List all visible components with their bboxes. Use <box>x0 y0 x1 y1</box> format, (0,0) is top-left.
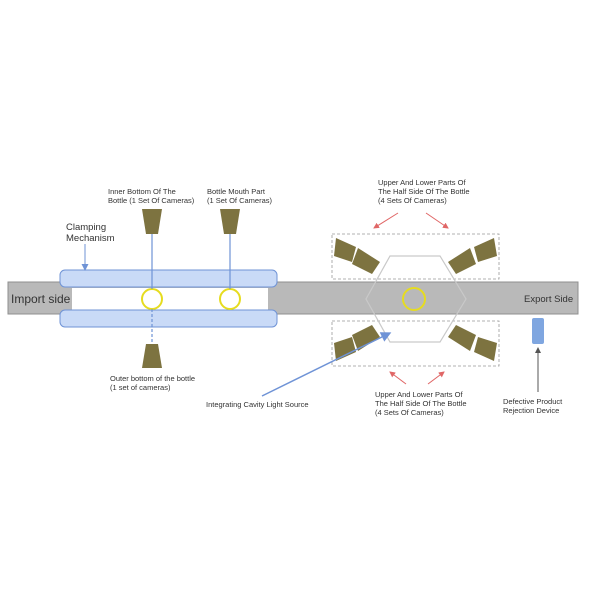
export-side-label: Export Side <box>524 294 573 305</box>
side-camera-lower-right-2 <box>448 325 476 351</box>
clamp-bar-top <box>59 269 278 288</box>
red-arrow-bottom-left <box>389 371 407 385</box>
rejection-label-2: Rejection Device <box>503 406 559 415</box>
side-camera-lower-right-1 <box>474 337 497 361</box>
bottle-mouth-label-1: Bottle Mouth Part <box>207 187 266 196</box>
inner-bottom-label-2: Bottle (1 Set Of Cameras) <box>108 196 195 205</box>
outer-bottom-label-2: (1 set of cameras) <box>110 383 171 392</box>
upper-lower-top-label-1: Upper And Lower Parts Of <box>378 178 466 187</box>
clamp-bar-bottom <box>59 309 278 328</box>
rejection-device <box>532 318 544 344</box>
light-source-pointer <box>261 332 392 397</box>
upper-lower-bottom-label-2: The Half Side Of The Bottle <box>375 399 467 408</box>
integrating-cavity-hexagon <box>365 255 467 343</box>
outer-bottom-label-1: Outer bottom of the bottle <box>110 374 195 383</box>
upper-lower-bottom-label-3: (4 Sets Of Cameras) <box>375 408 444 417</box>
camera-inner-bottom <box>142 209 162 234</box>
red-arrow-bottom-right <box>427 371 445 385</box>
rejection-label-1: Defective Product <box>503 397 563 406</box>
import-side-label: Import side <box>11 292 71 306</box>
bottle-mouth-label-2: (1 Set Of Cameras) <box>207 196 273 205</box>
upper-lower-top-label-2: The Half Side Of The Bottle <box>378 187 470 196</box>
side-camera-upper-left-1 <box>334 238 356 262</box>
clamp-channel <box>72 288 268 310</box>
side-camera-upper-right-1 <box>474 238 497 262</box>
red-arrow-top-left <box>373 212 399 229</box>
camera-bottle-mouth <box>220 209 240 234</box>
clamping-label-2: Mechanism <box>66 233 115 244</box>
side-camera-upper-right-2 <box>448 248 476 274</box>
upper-lower-bottom-label-1: Upper And Lower Parts Of <box>375 390 463 399</box>
side-camera-lower-left-2 <box>352 325 380 351</box>
inner-bottom-label-1: Inner Bottom Of The <box>108 187 176 196</box>
camera-box-lower <box>331 320 500 367</box>
camera-outer-bottom <box>142 344 162 368</box>
side-camera-lower-left-1 <box>334 337 356 361</box>
integrating-light-label: Integrating Cavity Light Source <box>206 400 309 409</box>
upper-lower-top-label-3: (4 Sets Of Cameras) <box>378 196 447 205</box>
red-arrow-top-right <box>425 212 449 229</box>
camera-box-upper <box>331 233 500 280</box>
bottle-side <box>402 287 426 311</box>
clamping-label-1: Clamping <box>66 222 106 233</box>
side-camera-upper-left-2 <box>352 248 380 274</box>
